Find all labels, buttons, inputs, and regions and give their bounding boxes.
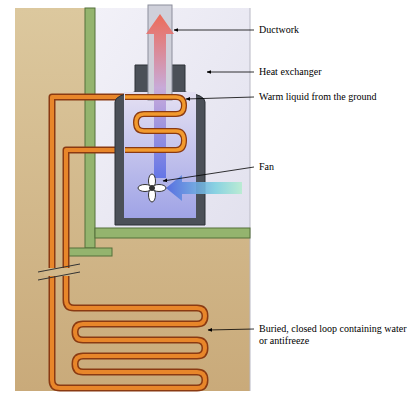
callout-label: Heat exchanger xyxy=(258,66,322,78)
break-symbol xyxy=(38,264,80,280)
callout-label: Fan xyxy=(258,161,275,173)
leader-lines xyxy=(163,30,254,330)
ground xyxy=(15,8,250,391)
callout-label: Warm liquid from the ground xyxy=(258,91,378,103)
fan xyxy=(138,174,166,202)
callout-label: Buried, closed loop containing water or … xyxy=(258,323,410,347)
foundation-wall xyxy=(68,8,250,256)
frame-edge xyxy=(250,8,251,391)
callout-label: Ductwork xyxy=(258,24,300,36)
heat-exchanger-coil xyxy=(125,97,184,150)
